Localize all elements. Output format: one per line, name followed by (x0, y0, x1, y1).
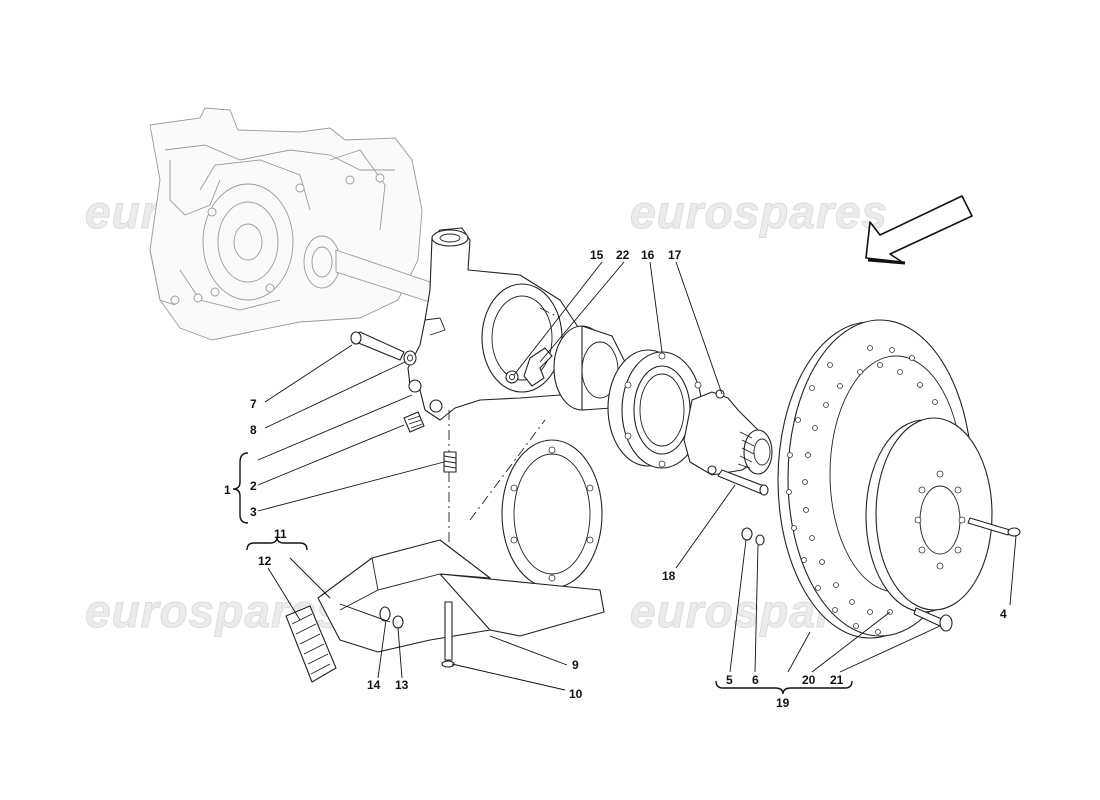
washer-6 (755, 534, 765, 546)
callout-13: 13 (395, 678, 409, 692)
spring-3 (443, 451, 457, 473)
callout-17: 17 (668, 248, 682, 262)
bearing-flange-16 (607, 349, 703, 469)
callout-11: 11 (274, 527, 287, 541)
axis-line-short (539, 307, 561, 319)
disc-bell-20 (865, 417, 993, 613)
callout-19: 19 (776, 696, 790, 710)
callout-15: 15 (590, 248, 604, 262)
brace-group-11 (246, 536, 308, 551)
brake-shield (501, 439, 603, 589)
callout-16: 16 (641, 248, 655, 262)
gearbox-housing (149, 107, 431, 341)
watermark-top-right: eurospares (630, 186, 888, 238)
direction-arrow-icon (865, 195, 973, 265)
callout-14: 14 (367, 678, 381, 692)
clip-22 (523, 347, 553, 387)
leader-lines (257, 261, 1017, 691)
brace-group-1 (232, 452, 249, 524)
brake-air-duct-11 (317, 539, 605, 653)
callout-21: 21 (830, 673, 844, 687)
callout-18: 18 (662, 569, 676, 583)
callout-1: 1 (224, 483, 231, 497)
pin-21 (913, 607, 953, 632)
callout-9: 9 (572, 658, 579, 672)
air-duct-grille-12 (285, 605, 337, 683)
callout-10: 10 (569, 687, 583, 701)
callout-12: 12 (258, 554, 272, 568)
washer-14 (379, 606, 391, 622)
wheel-hub-17 (683, 389, 773, 476)
nut-13 (392, 615, 404, 629)
screw-4 (967, 517, 1021, 537)
callout-2: 2 (250, 479, 257, 493)
callout-labels: 1 2 3 4 5 6 7 8 9 10 11 12 13 14 15 16 1… (224, 248, 1007, 710)
brace-group-19 (715, 680, 853, 695)
bolt-10 (441, 601, 455, 668)
callout-6: 6 (752, 673, 759, 687)
callout-8: 8 (250, 423, 257, 437)
callout-5: 5 (726, 673, 733, 687)
bush-2 (403, 411, 425, 433)
callout-7: 7 (250, 397, 257, 411)
callout-4: 4 (1000, 607, 1007, 621)
washer-8 (403, 350, 417, 366)
axis-line-diagonal (469, 419, 546, 521)
callout-20: 20 (802, 673, 816, 687)
callout-3: 3 (250, 505, 257, 519)
callout-22: 22 (616, 248, 630, 262)
wheel-stud-18 (717, 469, 769, 496)
washer-5 (741, 527, 753, 541)
bolt-7 (350, 331, 405, 361)
